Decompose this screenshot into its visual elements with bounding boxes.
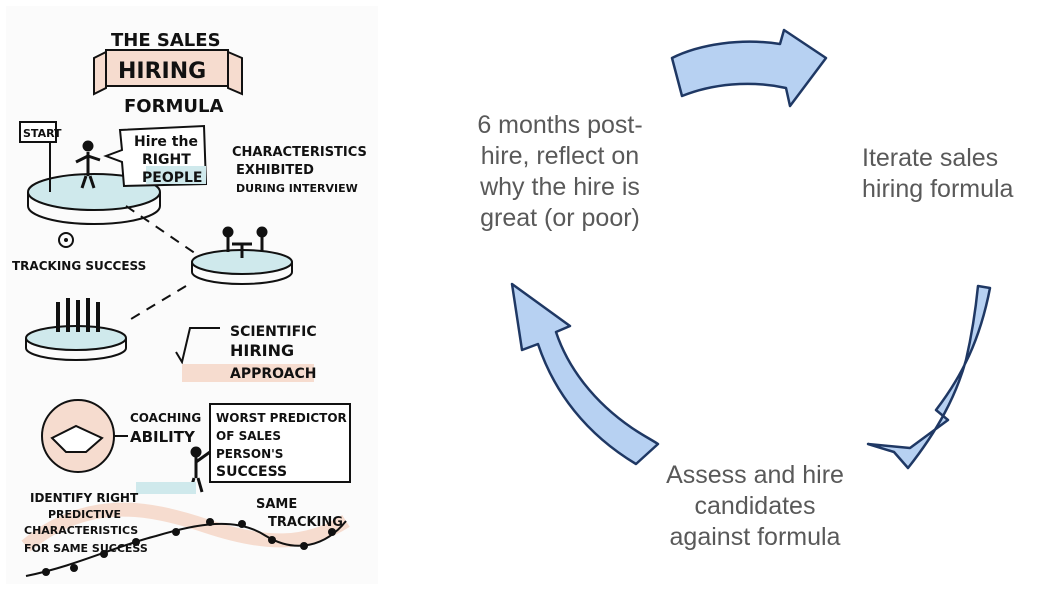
worst-line-4: SUCCESS xyxy=(216,464,287,480)
start-sign-label: START xyxy=(23,127,62,140)
scientific-line-1: SCIENTIFIC xyxy=(230,324,317,340)
identify-line-2: PREDICTIVE xyxy=(48,508,121,521)
tracking-success-label: TRACKING SUCCESS xyxy=(12,259,146,273)
journey-dots xyxy=(42,518,336,576)
scientific-line-3: APPROACH xyxy=(230,366,317,382)
worst-predictor-box xyxy=(209,403,351,483)
coaching-line-1: COACHING xyxy=(130,411,201,425)
step-assess-label: Assess and hire candidates against formu… xyxy=(666,461,844,551)
coaching-line-2: ABILITY xyxy=(130,428,196,446)
sqrt-icon xyxy=(175,327,220,365)
same-tracking-line-2: TRACKING xyxy=(268,515,343,530)
team-figures xyxy=(56,298,100,332)
cycle-arrow-right xyxy=(866,284,992,470)
bubble-line-2: RIGHT xyxy=(142,152,191,168)
interview-table-figures xyxy=(222,226,268,258)
presenter-highlight xyxy=(136,482,196,494)
scientific-highlight xyxy=(182,364,314,382)
sketch-title-top: THE SALES xyxy=(111,30,221,51)
sketchnote-drawing: THE SALES HIRING FORMULA START Hire the … xyxy=(12,30,367,577)
identify-line-4: FOR SAME SUCCESS xyxy=(24,542,148,555)
characteristics-line-3: DURING INTERVIEW xyxy=(236,182,358,195)
step-reflect-label: 6 months post- hire, reflect on why the … xyxy=(477,111,643,232)
bubble-line-1: Hire the xyxy=(134,134,198,150)
step-iterate-label: Iterate sales hiring formula xyxy=(862,144,1014,203)
cycle-arrow-top xyxy=(670,28,828,108)
dashed-path-1 xyxy=(125,205,203,259)
person-figure xyxy=(75,140,101,189)
sketch-title-main: HIRING xyxy=(118,59,206,84)
identify-line-3: CHARACTERISTICS xyxy=(24,524,138,537)
worst-line-2: OF SALES xyxy=(216,429,281,443)
cycle-arrows xyxy=(510,28,992,470)
characteristics-line-2: EXHIBITED xyxy=(236,163,314,178)
banner-right-tail xyxy=(227,50,243,96)
worst-line-3: PERSON'S xyxy=(216,447,283,461)
group-platform-side xyxy=(25,338,127,361)
banner-ribbon xyxy=(105,49,229,87)
target-icon xyxy=(58,232,74,248)
start-platform-side xyxy=(27,192,161,225)
cycle-diagram xyxy=(400,0,1044,587)
dashed-path-2 xyxy=(125,285,187,323)
sketchnote-illustration: THE SALES HIRING FORMULA START Hire the … xyxy=(6,6,378,584)
bubble-line-3: PEOPLE xyxy=(142,170,202,186)
cycle-arrow-left xyxy=(510,282,660,466)
sketch-title-bottom: FORMULA xyxy=(124,96,223,117)
path-highlight xyxy=(21,502,350,552)
characteristics-line-1: CHARACTERISTICS xyxy=(232,145,367,160)
identify-line-1: IDENTIFY RIGHT xyxy=(30,491,139,505)
worst-line-1: WORST PREDICTOR xyxy=(216,411,347,425)
bubble-highlight xyxy=(146,166,206,184)
banner-left-tail xyxy=(93,50,107,96)
start-sign xyxy=(19,121,57,143)
same-tracking-line-1: SAME xyxy=(256,497,297,512)
interview-platform-side xyxy=(191,262,293,285)
scientific-line-2: HIRING xyxy=(230,341,294,360)
